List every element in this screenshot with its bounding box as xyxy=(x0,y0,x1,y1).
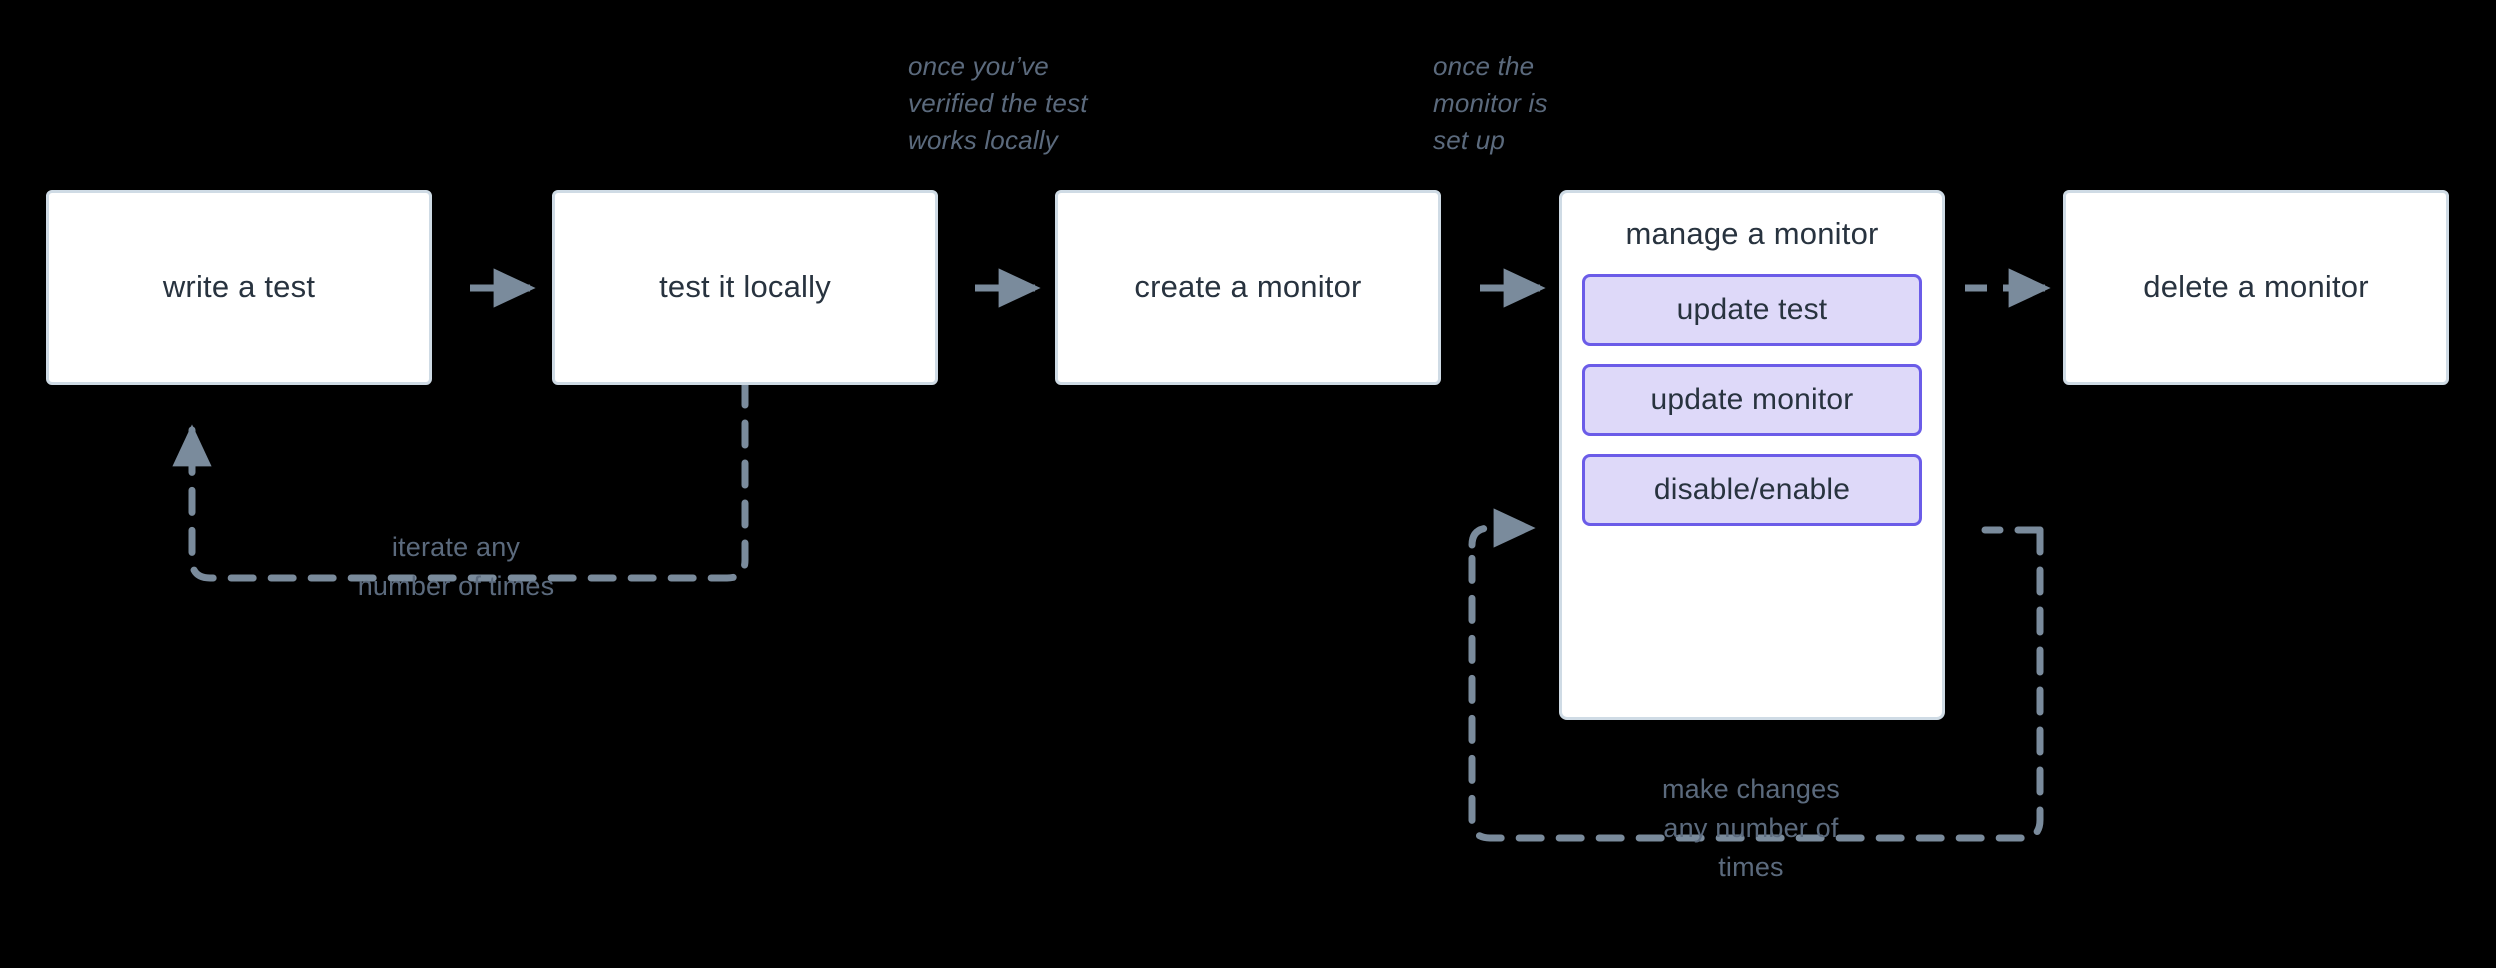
sub-node-label: update monitor xyxy=(1650,382,1854,416)
loop-manage-self xyxy=(1468,508,2044,842)
node-label: write a test xyxy=(162,269,316,305)
sub-node-label: disable/enable xyxy=(1653,472,1851,506)
node-manage-a-monitor[interactable]: manage a monitor update test update moni… xyxy=(1559,190,1945,720)
loop-note-iterate: iterate any number of times xyxy=(357,532,555,602)
node-label: delete a monitor xyxy=(2143,269,2369,305)
node-label: create a monitor xyxy=(1134,269,1362,305)
loop-note-make-changes: make changes any number of times xyxy=(1661,774,1840,883)
sub-node-disable-enable[interactable]: disable/enable xyxy=(1582,453,1922,526)
node-write-a-test[interactable]: write a test xyxy=(46,190,432,385)
node-delete-a-monitor[interactable]: delete a monitor xyxy=(2063,190,2449,385)
node-test-it-locally[interactable]: test it locally xyxy=(552,190,938,385)
edge-note-setup: once the monitor is set up xyxy=(1433,51,1548,155)
loop-test-to-write xyxy=(172,379,749,582)
node-create-a-monitor[interactable]: create a monitor xyxy=(1055,190,1441,385)
node-label: manage a monitor xyxy=(1625,216,1879,251)
sub-node-label: update test xyxy=(1676,292,1828,326)
sub-node-update-monitor[interactable]: update monitor xyxy=(1582,363,1922,436)
edge-note-verified: once you’ve verified the test works loca… xyxy=(908,51,1088,155)
sub-node-update-test[interactable]: update test xyxy=(1582,273,1922,346)
node-label: test it locally xyxy=(659,269,831,305)
